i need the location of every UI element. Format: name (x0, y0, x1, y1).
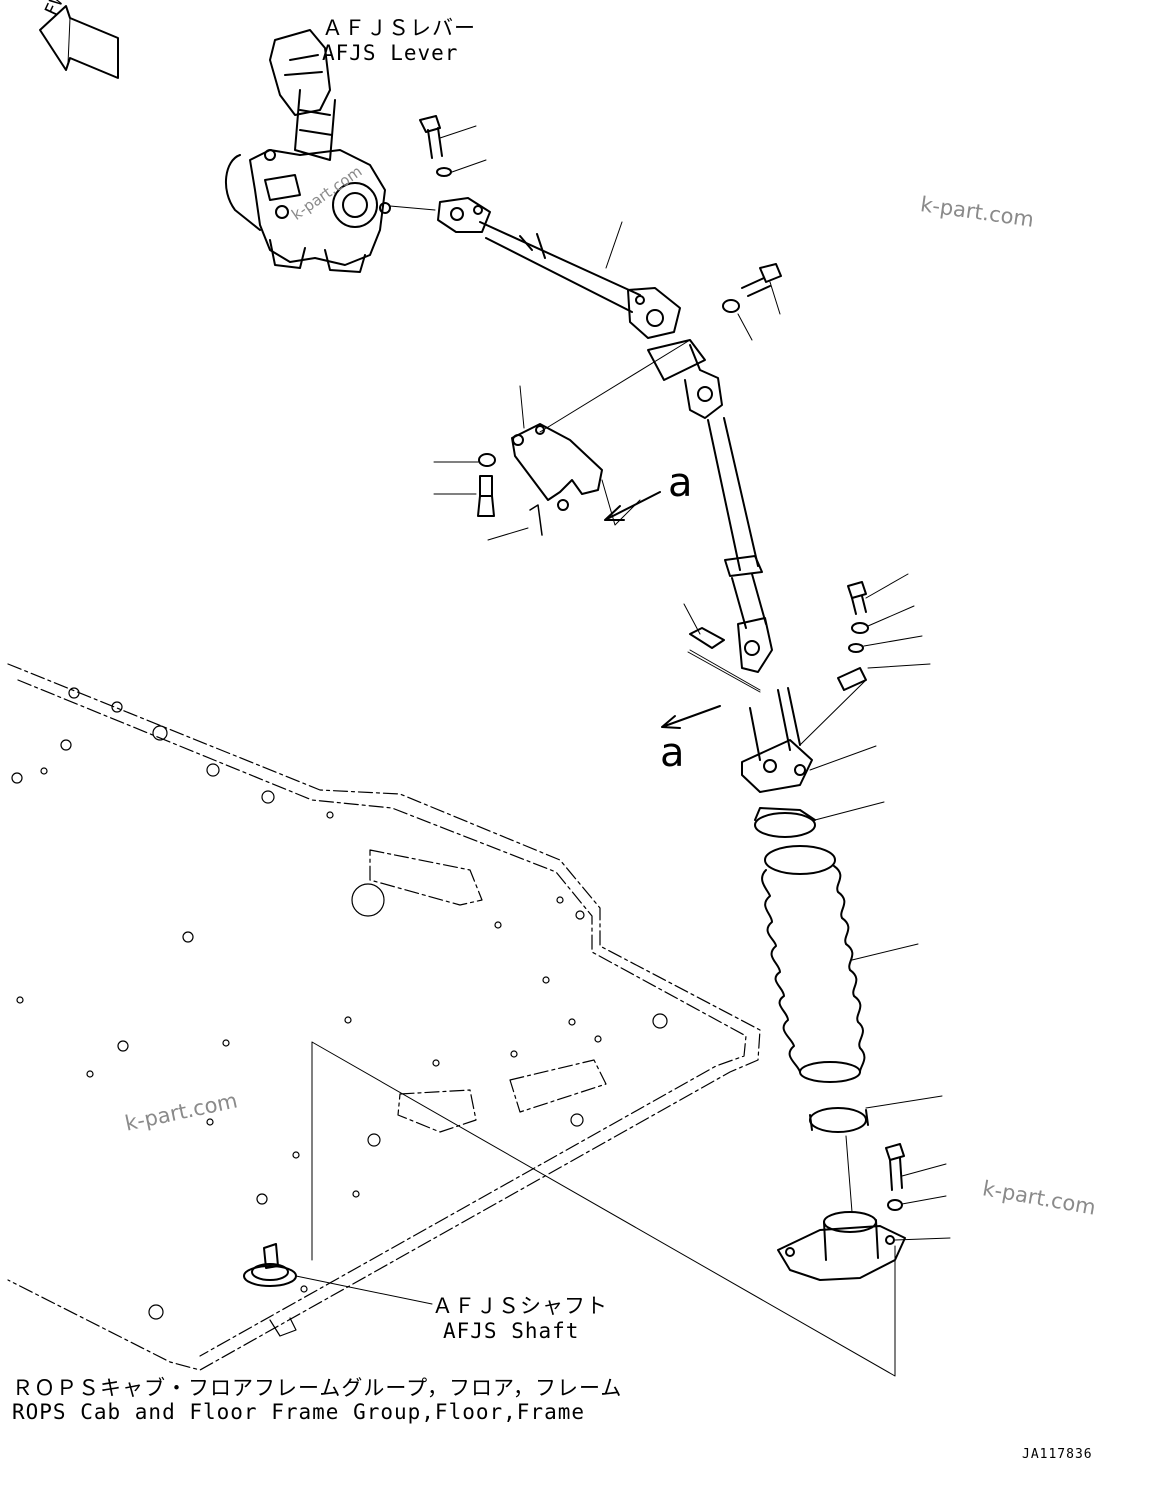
band-clamp-lower (809, 1095, 943, 1213)
bracket-plate (433, 339, 691, 541)
afjs-lever-assembly (224, 29, 436, 273)
afjs-shaft-label-en: AFJS Shaft (443, 1319, 580, 1343)
rops-label-en: ROPS Cab and Floor Frame Group,Floor,Fra… (12, 1400, 586, 1424)
leader-afjs-shaft (295, 1275, 433, 1305)
middle-joint (647, 339, 773, 673)
upper-shaft (437, 197, 681, 339)
lower-flange (777, 1143, 951, 1281)
afjs-lever-label-jp: ＡＦＪＳレバー (322, 16, 476, 40)
view-a-label-mid: a (660, 730, 685, 776)
band-clamp-upper (754, 801, 885, 838)
column-base (687, 651, 877, 793)
leader-lines (311, 1041, 896, 1377)
bolt-bracket (722, 263, 782, 341)
floor-frame (7, 663, 761, 1371)
view-arrow-mid (661, 705, 721, 729)
drawing-number: JA117836 (1022, 1447, 1093, 1462)
fasteners-right (837, 573, 931, 691)
rops-label-jp: ＲＯＰＳキャブ・フロアフレームグループ，フロア，フレーム (12, 1376, 623, 1400)
fwd-arrow-icon (39, 5, 119, 79)
afjs-shaft-part (243, 1243, 297, 1337)
view-arrow-top (604, 491, 661, 521)
floor-holes (11, 687, 668, 1320)
bolt-upper (419, 115, 487, 177)
afjs-shaft-label-jp: ＡＦＪＳシャフト (432, 1294, 608, 1318)
afjs-lever-label-en: AFJS Lever (322, 41, 459, 65)
bolt-lower-left (683, 603, 761, 691)
bellows-boot (761, 845, 919, 1083)
view-a-label-top: a (668, 460, 693, 506)
